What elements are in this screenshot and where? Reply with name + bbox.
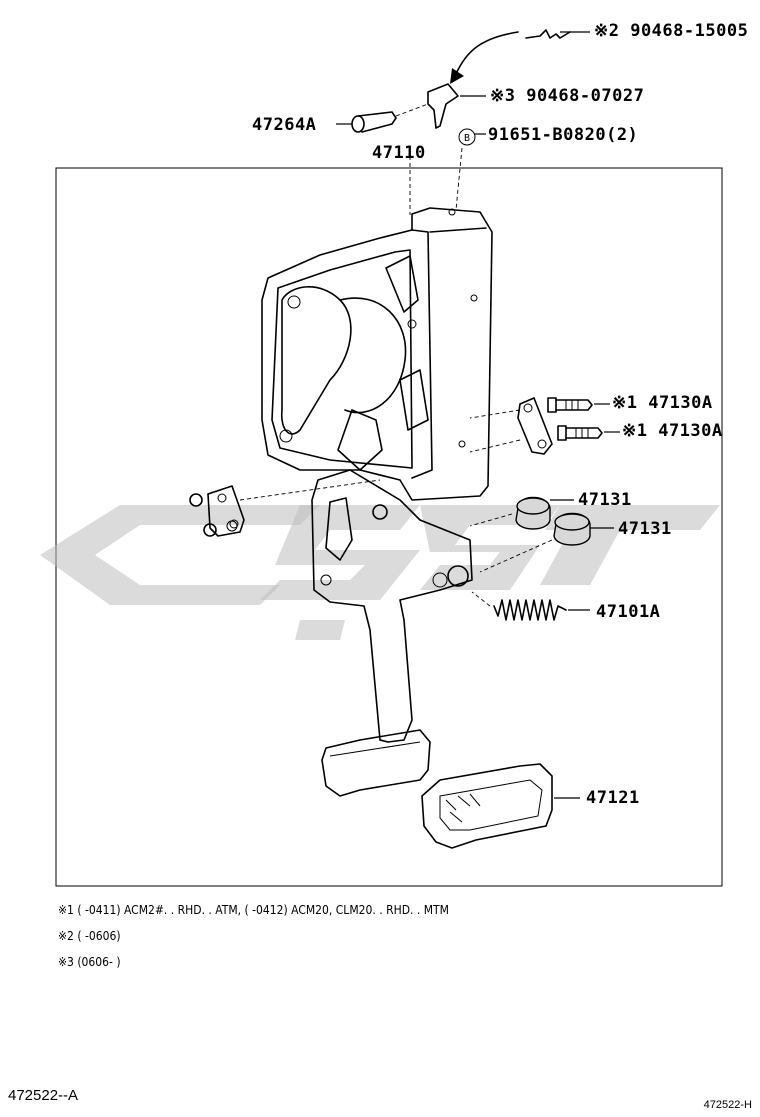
- label-spring: 47101A: [596, 602, 660, 622]
- label-bolt: 91651-B0820(2): [488, 125, 638, 145]
- label-pivot-bolt-2: ※1 47130A: [622, 421, 723, 441]
- spring-47101a: [493, 599, 590, 621]
- pedal-bracket-47110: [261, 207, 493, 501]
- stopper-47131-2: [553, 512, 614, 546]
- label-stopper-1: 47131: [578, 490, 632, 510]
- note-3: ※3 (0606- ): [58, 955, 121, 969]
- plate-right: [517, 397, 553, 455]
- diagram-id: 472522--A: [8, 1087, 78, 1104]
- bolt-91651: B: [458, 128, 486, 146]
- pivot-bolt-47130a-2: [557, 425, 620, 441]
- label-bracket: 47110: [372, 143, 426, 163]
- note-1: ※1 ( -0411) ACM2#. . RHD. . ATM, ( -0412…: [58, 903, 449, 917]
- label-pivot-bolt-1: ※1 47130A: [612, 393, 713, 413]
- assembly-frame: [55, 167, 723, 887]
- label-pin: 47264A: [252, 115, 316, 135]
- page-ref: 472522-H: [704, 1099, 752, 1111]
- retainer-clip: [427, 83, 486, 129]
- label-stopper-2: 47131: [618, 519, 672, 539]
- pin-47264a: [336, 103, 429, 133]
- stopper-47131-1: [515, 496, 574, 530]
- pedal-arm: [311, 469, 473, 797]
- label-top-clip: ※2 90468-15005: [594, 21, 748, 41]
- pivot-bolt-47130a-1: [547, 397, 610, 413]
- clip-90468-15005: [450, 29, 590, 84]
- collar-set-left: [189, 485, 245, 537]
- note-2: ※2 ( -0606): [58, 929, 121, 943]
- bolt-symbol: B: [464, 133, 470, 144]
- label-retainer: ※3 90468-07027: [490, 86, 644, 106]
- pedal-pad-47121: [421, 763, 580, 849]
- label-pad: 47121: [586, 788, 640, 808]
